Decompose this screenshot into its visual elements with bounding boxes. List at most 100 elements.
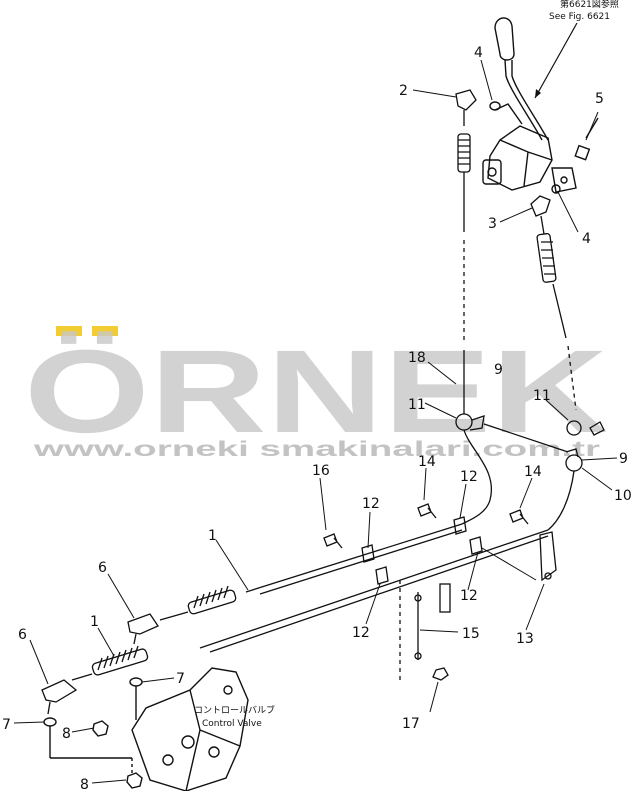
washer-7-upper bbox=[129, 677, 143, 687]
leader-6-upper bbox=[107, 573, 135, 619]
callout-7-lower: 7 bbox=[2, 717, 11, 733]
bracket-13 bbox=[539, 531, 557, 582]
callout-8-upper: 8 bbox=[62, 726, 71, 742]
callout-9-lower: 9 bbox=[619, 451, 628, 467]
callout-1-lower: 1 bbox=[90, 614, 99, 630]
nut-17 bbox=[432, 667, 449, 681]
callout-15: 15 bbox=[462, 626, 480, 642]
leader-1-lower bbox=[97, 627, 115, 657]
rod-lower bbox=[71, 673, 93, 681]
cable-dashed-ur bbox=[567, 345, 577, 411]
watermark-brand: ÖRNEK bbox=[24, 326, 608, 458]
bolt-9-upper bbox=[589, 421, 605, 436]
leader-13 bbox=[525, 583, 545, 631]
cable-1-upper-run-2 bbox=[259, 529, 463, 595]
bolt-16 bbox=[323, 533, 343, 549]
leader-6-lower bbox=[29, 639, 49, 685]
leader-12-b bbox=[459, 483, 467, 519]
callout-2: 2 bbox=[399, 83, 408, 99]
fitting-threads-upper bbox=[193, 585, 229, 609]
washer-4-upper bbox=[489, 101, 501, 111]
leader-11-left bbox=[424, 402, 457, 419]
reference-leader bbox=[534, 22, 578, 99]
leader-14-right bbox=[519, 477, 533, 509]
valve-port-2 bbox=[208, 746, 220, 758]
lever-rod bbox=[504, 59, 543, 141]
callout-12-d: 12 bbox=[352, 625, 370, 641]
leader-4-lower bbox=[557, 191, 579, 233]
bolt-14-left bbox=[417, 503, 437, 519]
washer-4-lower bbox=[551, 184, 561, 194]
washer-7-lower bbox=[43, 717, 57, 727]
joint-6-upper-stem bbox=[133, 633, 137, 645]
cable-1-lower-run bbox=[199, 529, 549, 649]
callout-14-left: 14 bbox=[418, 454, 436, 470]
clamp-12-b bbox=[453, 516, 467, 535]
leader-14-left bbox=[423, 467, 427, 501]
rod-15-end-top bbox=[414, 594, 422, 602]
leader-12-a bbox=[367, 511, 371, 549]
upper-left-cable bbox=[455, 89, 477, 414]
control-valve-jp: コントロールバルブ bbox=[194, 704, 275, 716]
control-valve bbox=[43, 667, 249, 791]
leader-13-b bbox=[481, 547, 537, 581]
lever-side-plate bbox=[551, 167, 577, 193]
callout-7-upper: 7 bbox=[176, 671, 185, 687]
leader-17 bbox=[429, 681, 439, 713]
callout-4-upper: 4 bbox=[474, 45, 483, 61]
nut-5 bbox=[574, 144, 591, 161]
nut-8-lower bbox=[126, 772, 143, 789]
ball-joint-6-lower bbox=[41, 679, 78, 703]
clamps-12 bbox=[323, 503, 557, 681]
control-valve-en: Control Valve bbox=[202, 719, 262, 729]
callout-10: 10 bbox=[614, 488, 632, 504]
valve-port-4 bbox=[223, 685, 233, 695]
callout-9-upper: 9 bbox=[494, 362, 503, 378]
leader-12-c bbox=[467, 551, 479, 591]
reference-en: See Fig. 6621 bbox=[549, 12, 610, 22]
clamp-11-right bbox=[566, 420, 582, 436]
callout-11-right: 11 bbox=[533, 388, 551, 404]
lever-assembly bbox=[482, 17, 599, 194]
clamp-12-d bbox=[375, 566, 389, 585]
leader-1-upper bbox=[215, 539, 249, 591]
lever-bracket-body bbox=[487, 125, 553, 191]
clamp-11-left-tab bbox=[469, 415, 485, 431]
rod-15-end-bottom bbox=[414, 652, 422, 660]
callout-4-lower: 4 bbox=[582, 231, 591, 247]
callout-5: 5 bbox=[595, 91, 604, 107]
clamp-12-c bbox=[469, 536, 483, 555]
ball-joint-2 bbox=[455, 89, 477, 111]
lever-knob bbox=[494, 17, 515, 61]
cable-fitting-upper-right bbox=[536, 232, 557, 283]
upper-right-cable bbox=[530, 195, 577, 411]
leader-12-d bbox=[365, 583, 381, 625]
valve-port-1 bbox=[181, 735, 195, 749]
leader-8-upper bbox=[71, 727, 95, 733]
bracket-link bbox=[483, 423, 569, 453]
cable-curve-right bbox=[547, 470, 575, 531]
callout-18: 18 bbox=[408, 350, 426, 366]
lever-bracket-edge bbox=[499, 139, 553, 187]
mid-clamps bbox=[455, 413, 605, 531]
callout-11-left: 11 bbox=[408, 397, 426, 413]
callout-14-right: 14 bbox=[524, 464, 542, 480]
clamp-10-tab bbox=[565, 448, 579, 458]
leader-lines bbox=[13, 59, 618, 784]
callout-12-b: 12 bbox=[460, 469, 478, 485]
lever-top-plate bbox=[494, 103, 523, 125]
callout-6-upper: 6 bbox=[98, 560, 107, 576]
watermark-url: www.orneki smakinalari.com.tr bbox=[32, 438, 600, 461]
rod-upper bbox=[159, 611, 189, 621]
watermark: ÖRNEK www.orneki smakinalari.com.tr bbox=[24, 326, 608, 461]
leader-3 bbox=[499, 207, 533, 223]
callout-17: 17 bbox=[402, 716, 420, 732]
valve-body-edges bbox=[185, 689, 241, 791]
cable-rod-ur bbox=[552, 283, 567, 339]
ball-joint-6-upper bbox=[127, 613, 159, 635]
leader-9-lower bbox=[581, 457, 618, 461]
fitting-threads-lower bbox=[97, 645, 139, 671]
watermark-accent-right bbox=[92, 326, 118, 336]
callout-3: 3 bbox=[488, 216, 497, 232]
